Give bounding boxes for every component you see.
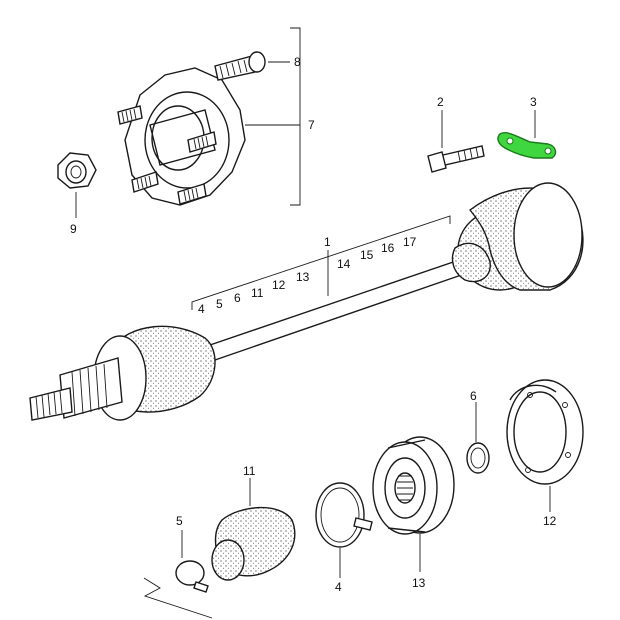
shaft-item-label: 6 [234,291,241,305]
shaft-bracket-line [191,215,451,310]
shaft-item-label: 5 [216,297,223,311]
wheel-stud-group [117,105,217,205]
label-part-4: 4 [335,580,342,594]
shaft-item-label: 12 [272,278,286,292]
label-part-7: 7 [308,118,315,132]
shaft-item-label: 11 [251,286,264,300]
label-part-8: 8 [294,55,301,69]
label-part-13: 13 [412,576,426,590]
reference-line [143,577,213,619]
circlip [466,442,490,474]
label-part-6: 6 [470,389,477,403]
label-part-11: 11 [243,464,256,478]
cv-joint-bolt [427,145,485,173]
hub-bolt [214,51,266,81]
label-part-12: 12 [543,514,557,528]
label-part-9: 9 [70,222,77,236]
wheel-hub-flange [117,51,266,206]
shaft-item-label: 16 [381,241,395,255]
cv-joint [372,436,455,535]
axle-shaft-assembly [29,182,584,421]
shaft-item-label: 14 [337,257,351,271]
small-clamp [175,560,209,593]
shaft-item-label: 17 [403,235,417,249]
shaft-item-label: 15 [360,248,374,262]
hub-bracket-line [290,27,301,206]
label-part-3: 3 [530,95,537,109]
label-part-1: 1 [324,235,331,249]
joint-flange-ring [506,379,584,485]
hub-nut [57,152,97,189]
lock-plate-highlighted [497,132,557,159]
label-part-2: 2 [437,95,444,109]
clamp-band [315,482,373,548]
rubber-boot [211,506,296,581]
shaft-item-label: 4 [198,302,205,316]
shaft-item-label: 13 [296,270,310,284]
label-part-5: 5 [176,514,183,528]
